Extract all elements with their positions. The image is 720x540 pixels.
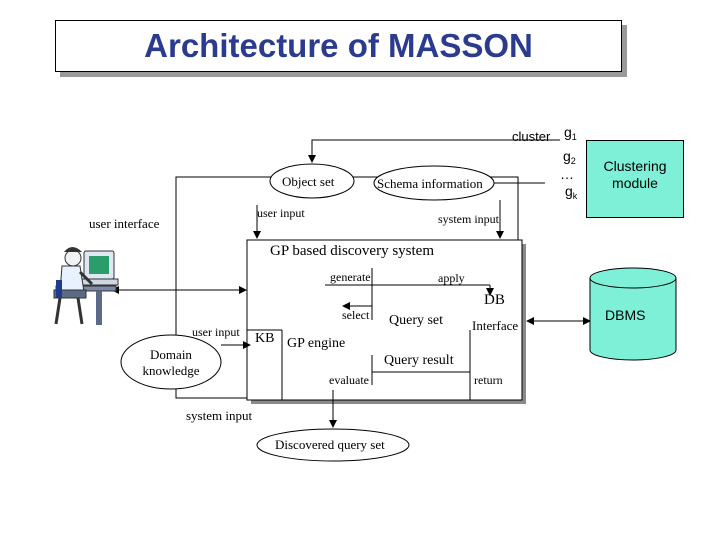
cluster-label: cluster [512,129,551,144]
db-label: DB [484,292,505,308]
interface-label: Interface [472,318,519,333]
return-label: return [474,373,503,387]
user-computer-icon [53,247,119,325]
dbms-cylinder [589,267,677,361]
diagram-title: Architecture of MASSON [144,27,533,64]
cluster-gk: gk [565,183,578,201]
user-input-top-label: user input [257,206,305,220]
user-interface-label: user interface [89,216,160,231]
gp-system-frame [246,239,523,401]
dbms-label: DBMS [605,307,646,323]
clustering-module-line2: module [612,175,658,191]
kb-label: KB [255,331,275,346]
gp-system-label: GP based discovery system [270,243,435,259]
cluster-feedback-line [308,139,560,163]
domain-knowledge-label: Domain knowledge [142,347,200,378]
query-result-label: Query result [384,353,454,368]
object-set-ellipse [269,163,355,199]
gp-engine-label: GP engine [287,336,346,351]
generate-label: generate [330,270,371,284]
cluster-g1: g1 [564,124,577,142]
schema-information-label: Schema information [377,176,483,191]
clustering-module: Clustering module [586,140,684,218]
select-label: select [342,308,370,322]
evaluate-label: evaluate [329,373,369,387]
query-set-label: Query set [389,313,444,328]
title-box: Architecture of MASSON [55,20,622,72]
domain-knowledge-ellipse [120,334,222,390]
apply-label: apply [438,271,465,285]
clustering-module-line1: Clustering [603,158,667,174]
discovered-query-set-label: Discovered query set [275,437,385,452]
system-input-bottom-label: system input [186,408,253,423]
user-input-kb-label: user input [192,325,240,339]
discovered-query-set-ellipse [256,428,410,462]
cluster-g2: g2 [563,148,576,166]
cluster-dots: … [560,166,574,182]
object-set-label: Object set [282,174,335,189]
system-input-top-label: system input [438,212,500,226]
